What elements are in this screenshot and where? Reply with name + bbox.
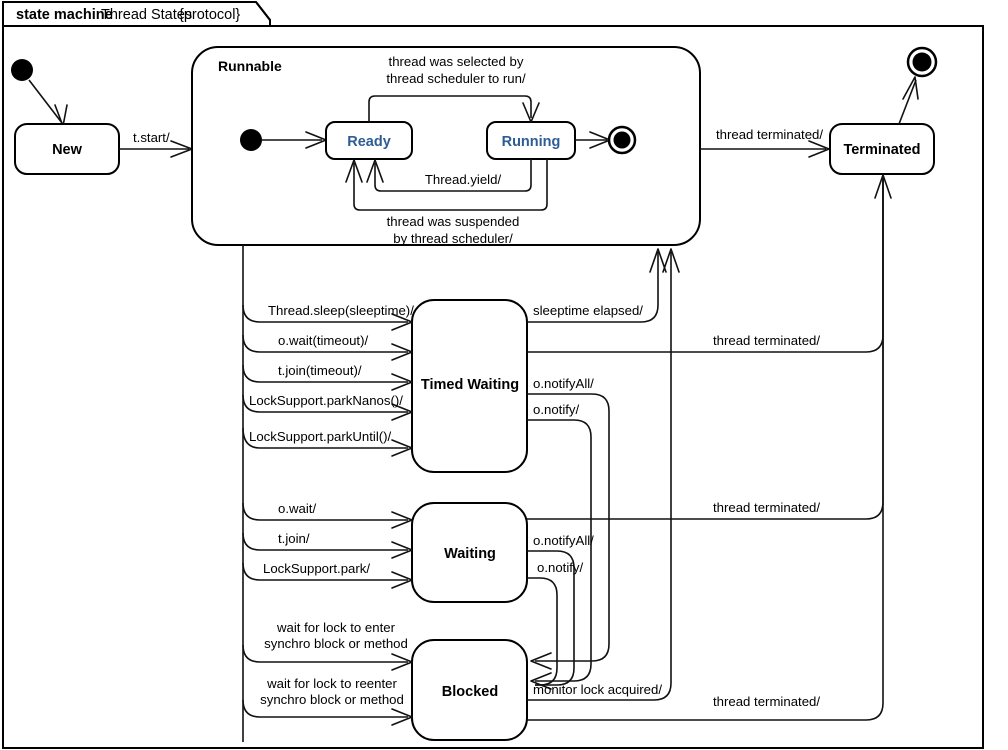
edge-running-to-ready-yield: Thread.yield/: [366, 159, 532, 192]
label-wait-enter-line1: wait for lock to enter: [276, 620, 396, 635]
label-wait-enter-line2: synchro block or method: [264, 636, 408, 651]
label-thread-terminated-timed: thread terminated/: [713, 333, 820, 348]
state-ready-label: Ready: [347, 134, 391, 150]
label-suspended-line1: thread was suspended: [387, 214, 520, 229]
edge-terminated-to-final: [898, 76, 919, 125]
label-monitor-lock-acquired: monitor lock acquired/: [533, 682, 662, 697]
label-thread-terminated-waiting: thread terminated/: [713, 500, 820, 515]
label-o-wait: o.wait/: [278, 501, 316, 516]
edge-runnable-to-timedwaiting-parknanos: LockSupport.parkNanos()/: [242, 393, 413, 421]
label-wait-reenter-line2: synchro block or method: [260, 692, 404, 707]
state-new-label: New: [52, 142, 83, 158]
final-state-runnable: [607, 125, 637, 155]
state-timed-waiting-label: Timed Waiting: [421, 377, 519, 393]
edge-runnable-to-terminated: thread terminated/: [700, 127, 830, 158]
label-waiting-notify-all: o.notifyAll/: [533, 533, 594, 548]
state-waiting-label: Waiting: [444, 546, 496, 562]
label-wait-reenter-line1: wait for lock to reenter: [266, 676, 397, 691]
state-runnable[interactable]: Runnable: [191, 46, 701, 246]
edge-blocked-to-runnable-monitor: monitor lock acquired/: [527, 248, 680, 701]
initial-state-outer: [11, 59, 33, 81]
state-ready[interactable]: Ready: [325, 121, 413, 160]
edge-runnable-to-timedwaiting-owait: o.wait(timeout)/: [242, 333, 413, 361]
edge-waiting-notifyall-to-blocked: o.notifyAll/: [527, 533, 594, 686]
state-running[interactable]: Running: [486, 121, 576, 160]
label-t-join-timeout: t.join(timeout)/: [278, 363, 362, 378]
label-o-wait-timeout: o.wait(timeout)/: [278, 333, 368, 348]
label-selected-line1: thread was selected by: [389, 54, 524, 69]
edge-timedwaiting-notify-to-blocked: o.notify/: [527, 402, 592, 690]
label-thread-yield: Thread.yield/: [425, 172, 502, 187]
label-park-until: LockSupport.parkUntil()/: [249, 429, 392, 444]
state-terminated-label: Terminated: [843, 142, 920, 158]
edge-waiting-notify-to-blocked: o.notify/: [527, 560, 584, 686]
edge-runnable-to-blocked-reenter: wait for lock to reenter synchro block o…: [242, 676, 413, 726]
frame-name: Thread States: [101, 7, 192, 23]
edge-initial-to-new: [28, 79, 68, 127]
state-terminated[interactable]: Terminated: [829, 123, 935, 175]
final-state-outer: [906, 46, 938, 78]
edge-runnable-to-waiting-owait: o.wait/: [242, 501, 413, 529]
label-timed-notify-all: o.notifyAll/: [533, 376, 594, 391]
state-waiting[interactable]: Waiting: [411, 502, 528, 603]
diagram-frame: [2, 1, 984, 749]
state-running-label: Running: [502, 134, 561, 150]
state-blocked-label: Blocked: [442, 684, 498, 700]
edge-runnable-to-timedwaiting-parkuntil: LockSupport.parkUntil()/: [242, 427, 413, 457]
state-timed-waiting[interactable]: Timed Waiting: [411, 299, 528, 473]
edge-runnable-to-waiting-park: LockSupport.park/: [242, 561, 413, 589]
label-thread-sleep: Thread.sleep(sleeptime)/: [268, 303, 414, 318]
edge-blocked-to-terminated: thread terminated/: [527, 178, 884, 721]
label-selected-line2: thread scheduler to run/: [386, 71, 526, 86]
frame-title-tab: state machine Thread States {protocol}: [16, 7, 240, 23]
label-t-join: t.join/: [278, 531, 310, 546]
label-t-start: t.start/: [133, 130, 170, 145]
edge-running-to-ready-suspended: thread was suspended by thread scheduler…: [345, 159, 548, 246]
edge-runnable-to-blocked-enter: wait for lock to enter synchro block or …: [242, 620, 413, 671]
label-park: LockSupport.park/: [263, 561, 370, 576]
initial-state-runnable: [240, 129, 262, 151]
state-new[interactable]: New: [14, 123, 120, 175]
edge-timedwaiting-notifyall-to-blocked: o.notifyAll/: [527, 376, 610, 670]
label-thread-terminated-top: thread terminated/: [716, 127, 823, 142]
edge-new-to-runnable: t.start/: [119, 130, 193, 158]
edge-runnable-to-timedwaiting-tjoin: t.join(timeout)/: [242, 363, 413, 391]
label-suspended-line2: by thread scheduler/: [393, 231, 513, 246]
label-sleeptime-elapsed: sleeptime elapsed/: [533, 303, 643, 318]
label-park-nanos: LockSupport.parkNanos()/: [249, 393, 403, 408]
label-waiting-notify: o.notify/: [537, 560, 584, 575]
label-timed-notify: o.notify/: [533, 402, 580, 417]
edge-ready-to-running: thread was selected by thread scheduler …: [368, 54, 540, 123]
state-runnable-label: Runnable: [218, 58, 282, 74]
edge-timedwaiting-to-runnable-sleeptime: sleeptime elapsed/: [527, 248, 667, 323]
frame-stereotype: {protocol}: [179, 7, 240, 23]
edge-runnable-to-timedwaiting-sleep: Thread.sleep(sleeptime)/: [242, 303, 414, 331]
label-thread-terminated-blocked: thread terminated/: [713, 694, 820, 709]
frame-kind: state machine: [16, 7, 113, 23]
edge-runnable-to-waiting-tjoin: t.join/: [242, 531, 413, 559]
state-blocked[interactable]: Blocked: [411, 639, 528, 741]
